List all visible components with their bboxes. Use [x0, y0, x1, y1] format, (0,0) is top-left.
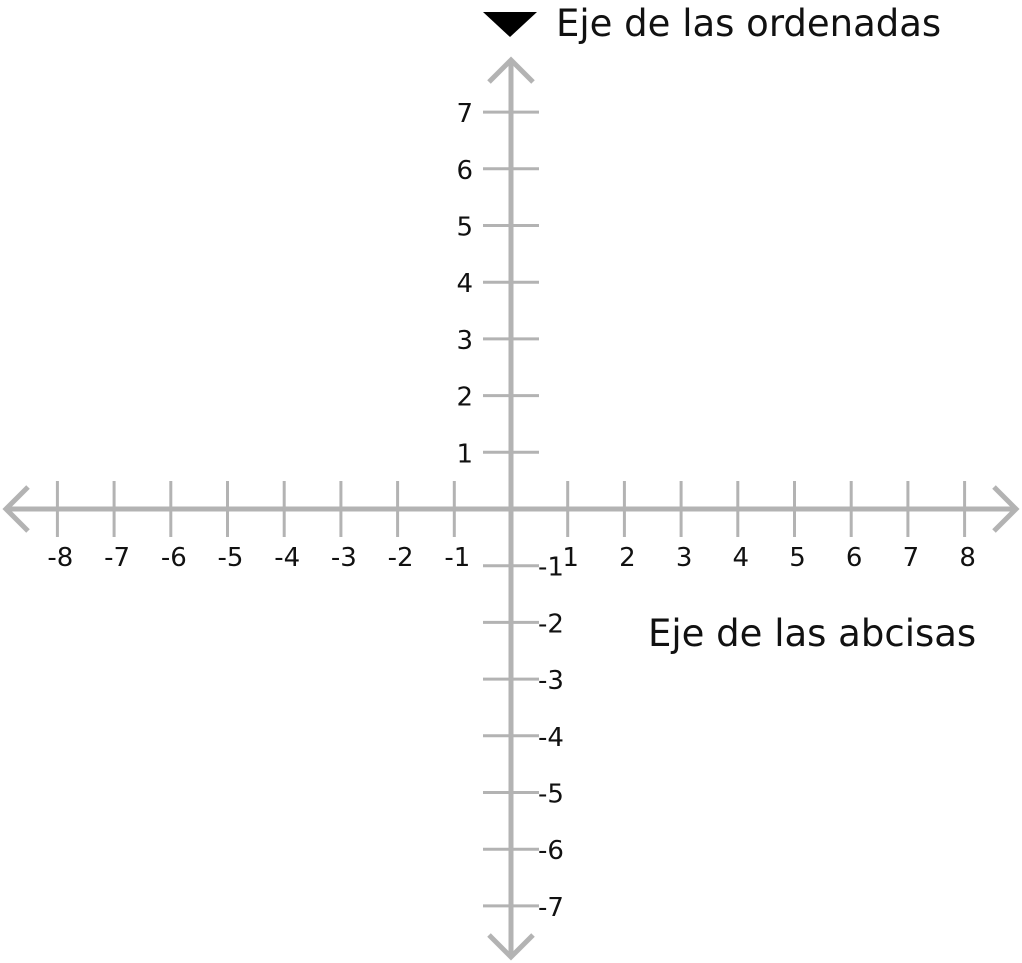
y-tick-label: 5 [456, 213, 473, 243]
y-axis-title: Eje de las ordenadas [556, 2, 941, 45]
y-tick-label: 7 [456, 99, 473, 129]
x-tick-label: 2 [619, 543, 636, 573]
triangle-down-icon [483, 12, 537, 37]
y-tick-label: 4 [456, 269, 473, 299]
x-tick-label: -8 [47, 543, 73, 573]
y-axis-arrow-top [487, 56, 535, 84]
y-tick-label: 1 [456, 439, 473, 469]
y-tick-label: 3 [456, 326, 473, 356]
x-tick-label: 4 [733, 543, 750, 573]
y-tick-label: -5 [538, 780, 564, 810]
y-tick-label: 6 [456, 156, 473, 186]
x-tick-label: -4 [274, 543, 300, 573]
y-axis-arrow-bottom [487, 933, 535, 961]
y-tick-label: -6 [538, 836, 564, 866]
x-tick-label: -7 [104, 543, 130, 573]
x-axis-ticks: -8 -7 -6 -5 -4 -3 -2 -1 1 2 3 4 5 6 7 8 [47, 481, 976, 573]
x-tick-label: 8 [959, 543, 976, 573]
y-tick-label: -7 [538, 893, 564, 923]
x-tick-label: 1 [562, 543, 579, 573]
y-tick-label: 2 [456, 383, 473, 413]
x-tick-label: -3 [331, 543, 357, 573]
y-axis-ticks: 7 6 5 4 3 2 1 -1 -2 -3 -4 -5 -6 -7 [456, 99, 563, 923]
x-tick-label: -6 [161, 543, 187, 573]
x-tick-label: 7 [903, 543, 920, 573]
x-axis-title: Eje de las abcisas [648, 612, 976, 655]
y-tick-label: -4 [538, 723, 564, 753]
x-tick-label: -1 [444, 543, 470, 573]
x-tick-label: 3 [676, 543, 693, 573]
y-tick-label: -1 [538, 553, 564, 583]
x-tick-label: -2 [388, 543, 414, 573]
x-tick-label: -5 [218, 543, 244, 573]
y-tick-label: -3 [538, 666, 564, 696]
x-tick-label: 6 [846, 543, 863, 573]
x-axis-arrow-left [2, 485, 30, 533]
x-tick-label: 5 [789, 543, 806, 573]
y-tick-label: -2 [538, 609, 564, 639]
x-axis-arrow-right [992, 485, 1020, 533]
